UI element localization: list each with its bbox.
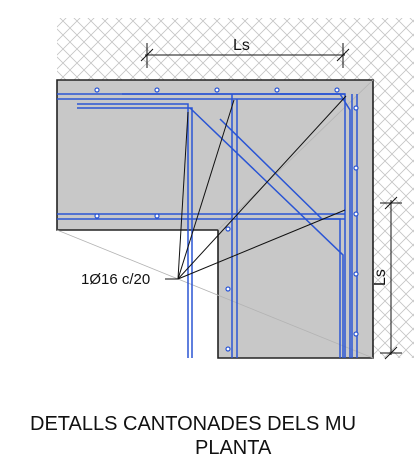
leader-lines <box>165 95 347 280</box>
dimension-vertical <box>380 196 402 360</box>
rebar-spec-label: 1Ø16 c/20 <box>81 271 150 288</box>
caption-title: DETALLS CANTONADES DELS MU <box>30 413 357 435</box>
caption-subtitle: PLANTA <box>195 437 272 459</box>
rebar-dots <box>94 87 359 352</box>
rebars <box>57 93 358 358</box>
lap-length-label-vertical: Ls <box>372 269 389 286</box>
dimension-horizontal <box>140 43 350 68</box>
lap-length-label-horizontal: Ls <box>233 37 250 54</box>
